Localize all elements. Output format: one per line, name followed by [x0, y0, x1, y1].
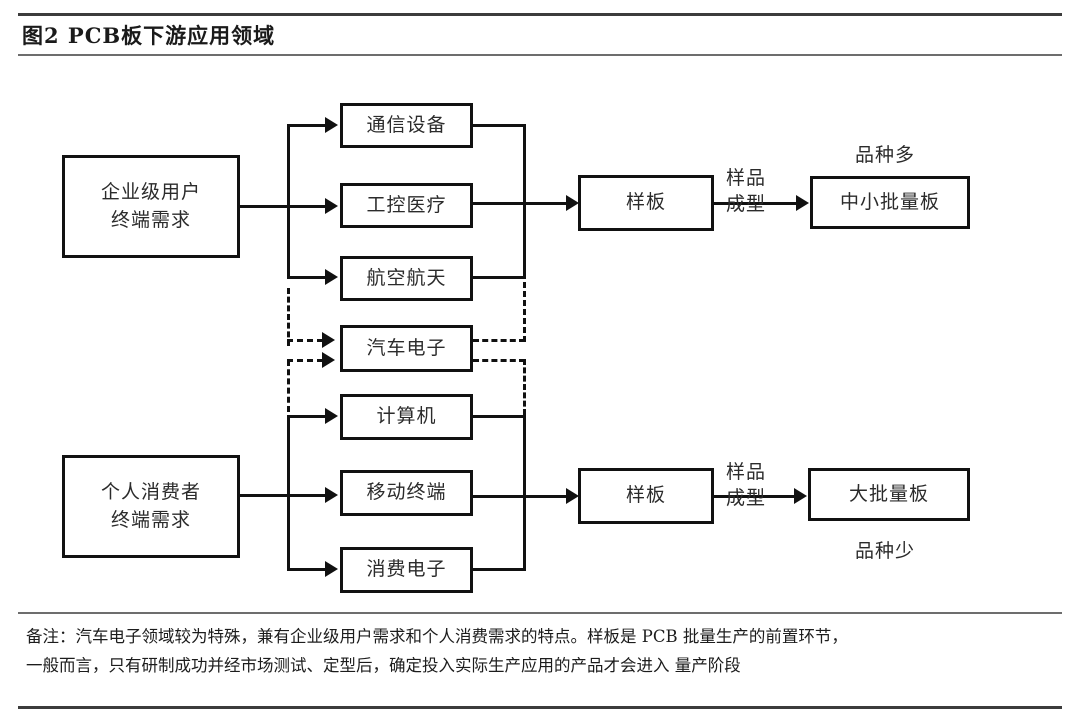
connector-merge-bottom-to-prototype — [473, 495, 571, 498]
dashed-connector-automotive-out-2 — [473, 359, 525, 362]
application-label-aerospace: 航空航天 — [366, 266, 447, 289]
source-consumer-line1: 个人消费者 — [100, 480, 201, 503]
output-box-mass-batch: 大批量板 — [808, 468, 970, 521]
arrowhead-output-small-batch — [796, 195, 809, 211]
application-label-industrial: 工控医疗 — [366, 193, 447, 216]
application-label-comm: 通信设备 — [366, 113, 447, 136]
dashed-merge-bus-lower — [523, 359, 526, 415]
source-box-consumer: 个人消费者 终端需求 — [62, 455, 240, 558]
transition-top-line1: 样品 — [726, 167, 767, 189]
output-label-small-batch: 中小批量板 — [839, 190, 940, 213]
arrowhead-automotive-1 — [322, 332, 335, 348]
application-box-industrial: 工控医疗 — [340, 183, 473, 228]
figure-note-line-1: 备注：汽车电子领域较为特殊，兼有企业级用户需求和个人消费需求的特点。样板是 PC… — [26, 627, 848, 646]
prototype-label-top: 样板 — [625, 191, 666, 214]
connector-prototype-top-to-output — [714, 202, 798, 205]
dashed-connector-to-automotive-2 — [287, 359, 323, 362]
header-rule-bottom — [18, 54, 1062, 56]
connector-bus-to-consumer-electronics — [287, 568, 327, 571]
application-label-mobile: 移动终端 — [366, 481, 447, 504]
dashed-merge-bus-upper — [523, 282, 526, 342]
dashed-connector-to-automotive-1 — [287, 339, 323, 342]
arrowhead-consumer-electronics — [325, 561, 338, 577]
connector-comm-out — [473, 124, 526, 127]
transition-top-line2: 成型 — [726, 192, 767, 215]
distribution-bus-bottom — [287, 415, 290, 570]
application-box-mobile: 移动终端 — [340, 470, 473, 516]
transition-label-bottom: 样品 成型 — [726, 460, 766, 511]
arrowhead-computer — [325, 408, 338, 424]
application-box-computer: 计算机 — [340, 394, 473, 440]
application-box-comm: 通信设备 — [340, 103, 473, 148]
application-box-aerospace: 航空航天 — [340, 256, 473, 301]
arrowhead-prototype-top — [566, 195, 579, 211]
connector-merge-top-to-prototype — [473, 202, 571, 205]
dashed-bus-left-lower — [287, 360, 290, 412]
arrowhead-mobile — [325, 487, 338, 503]
caption-text-above: 品种多 — [855, 144, 916, 166]
prototype-box-bottom: 样板 — [578, 468, 714, 524]
dashed-bus-left-upper — [287, 288, 290, 346]
source-enterprise-line2: 终端需求 — [110, 208, 191, 231]
merge-bus-bottom — [523, 415, 526, 571]
figure-note-line-2: 一般而言，只有研制成功并经市场测试、定型后，确定投入实际生产应用的产品才会进入 … — [26, 656, 741, 675]
application-label-computer: 计算机 — [376, 405, 437, 428]
footer-rule-top — [18, 612, 1062, 614]
diagram-canvas: 企业级用户 终端需求 个人消费者 终端需求 通信设备 工控医疗 航空航天 汽车电… — [0, 60, 1080, 612]
source-consumer-line2: 终端需求 — [110, 508, 191, 531]
connector-bus-to-aerospace — [287, 276, 327, 279]
prototype-box-top: 样板 — [578, 175, 714, 231]
connector-bus-to-industrial — [287, 205, 327, 208]
application-box-consumer-electronics: 消费电子 — [340, 547, 473, 593]
connector-enterprise-to-bus — [240, 205, 290, 208]
connector-bus-to-comm — [287, 124, 327, 127]
application-box-automotive: 汽车电子 — [340, 325, 473, 372]
output-caption-small-batch: 品种多 — [855, 140, 915, 167]
output-label-mass-batch: 大批量板 — [848, 482, 929, 505]
arrowhead-comm — [325, 117, 338, 133]
arrowhead-aerospace — [325, 269, 338, 285]
transition-bottom-line1: 样品 — [726, 461, 767, 483]
arrowhead-industrial — [325, 198, 338, 214]
output-box-small-batch: 中小批量板 — [810, 176, 970, 229]
connector-bus-to-mobile — [287, 494, 327, 497]
connector-computer-out — [473, 415, 526, 418]
arrowhead-output-mass-batch — [794, 488, 807, 504]
caption-text-below: 品种少 — [855, 540, 916, 562]
output-caption-mass-batch: 品种少 — [855, 536, 915, 563]
arrowhead-automotive-2 — [322, 352, 335, 368]
connector-bus-to-computer — [287, 415, 327, 418]
transition-bottom-line2: 成型 — [726, 486, 767, 509]
connector-consumer-electronics-out — [473, 568, 526, 571]
source-enterprise-line1: 企业级用户 — [100, 180, 201, 203]
connector-consumer-to-bus — [240, 494, 290, 497]
footer-rule-bottom — [18, 706, 1062, 709]
source-box-enterprise: 企业级用户 终端需求 — [62, 155, 240, 258]
prototype-label-bottom: 样板 — [625, 484, 666, 507]
page-title: 图2 PCB板下游应用领域 — [22, 23, 276, 48]
header-rule-top — [18, 13, 1062, 16]
application-label-automotive: 汽车电子 — [366, 336, 447, 359]
merge-bus-top — [523, 124, 526, 279]
transition-label-top: 样品 成型 — [726, 166, 766, 217]
figure-note: 备注：汽车电子领域较为特殊，兼有企业级用户需求和个人消费需求的特点。样板是 PC… — [26, 622, 1056, 680]
dashed-connector-automotive-out-1 — [473, 339, 525, 342]
connector-aerospace-out — [473, 276, 526, 279]
distribution-bus-top — [287, 124, 290, 279]
arrowhead-prototype-bottom — [566, 488, 579, 504]
application-label-consumer-electronics: 消费电子 — [366, 558, 447, 581]
connector-prototype-bottom-to-output — [714, 495, 796, 498]
